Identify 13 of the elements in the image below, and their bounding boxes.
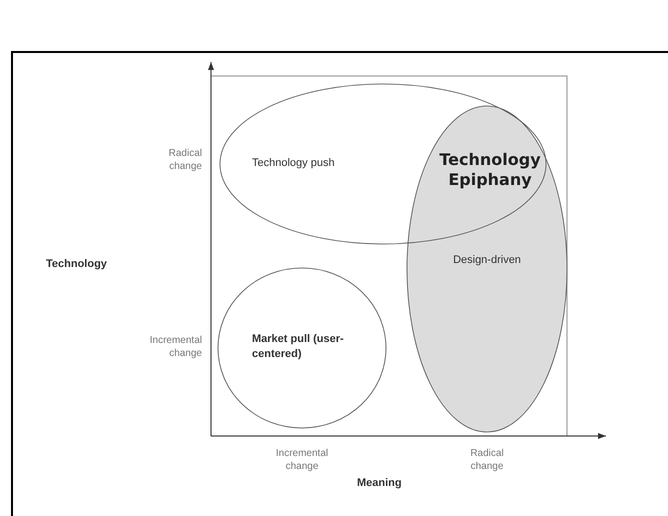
axis-tick-label: Incremental change [274,447,330,473]
region-label: Design-driven [452,253,522,268]
region-label: Technology push [252,156,336,171]
axis-tick-label: Incremental change [148,334,202,360]
axis-title: Technology [46,258,108,270]
region-label: Market pull (user-centered) [252,332,344,362]
shaded-ellipse-region [407,106,567,432]
axis-title: Meaning [357,477,403,489]
circle-region [218,268,386,428]
ellipse-region [220,84,546,244]
overlap-label: Technology Epiphany [438,150,542,190]
axis-tick-label: Radical change [168,147,202,173]
axis-tick-label: Radical change [469,447,505,473]
